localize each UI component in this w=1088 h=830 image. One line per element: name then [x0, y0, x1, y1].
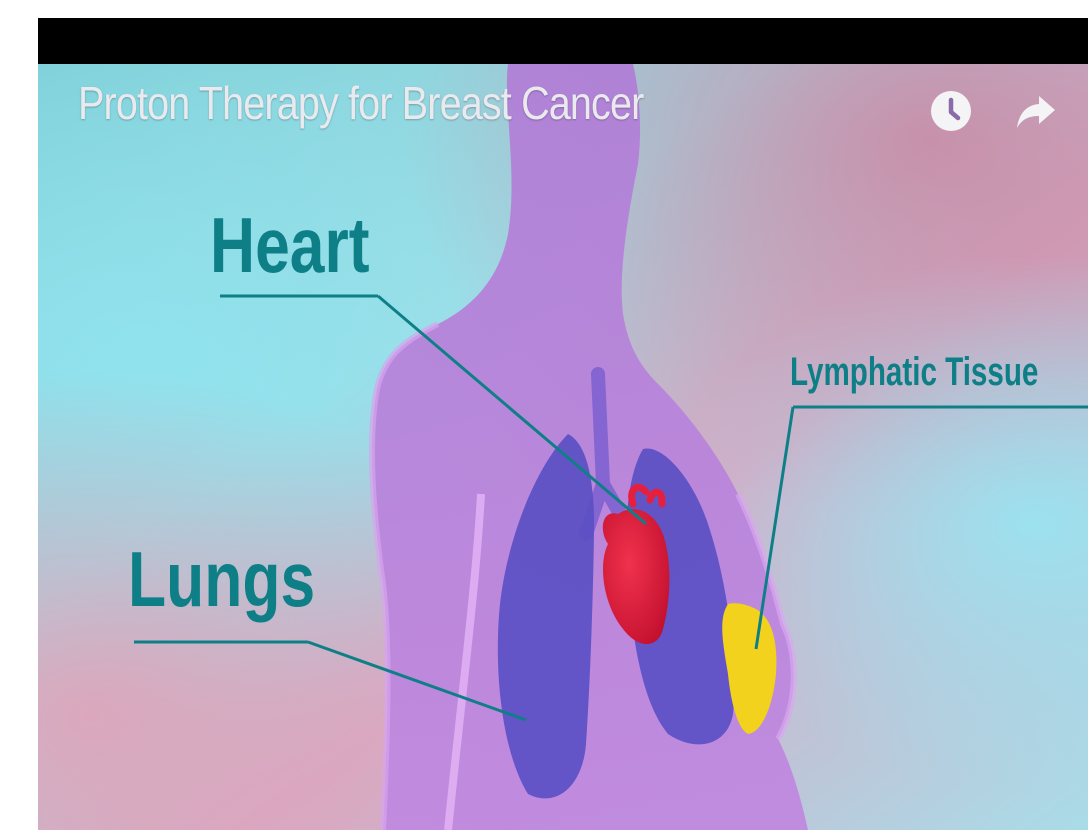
- video-scene: [38, 64, 1088, 830]
- share-arrow-icon: [1013, 88, 1059, 134]
- watch-later-button[interactable]: [928, 88, 974, 134]
- lymphatic-tissue-label: Lymphatic Tissue: [790, 350, 1038, 395]
- heart-label: Heart: [210, 200, 370, 291]
- lungs-label: Lungs: [128, 534, 315, 625]
- player-top-bar: [38, 18, 1088, 64]
- video-player[interactable]: Proton Therapy for Breast Cancer Heart L…: [38, 18, 1088, 830]
- share-button[interactable]: [1013, 88, 1059, 134]
- video-frame[interactable]: Proton Therapy for Breast Cancer Heart L…: [38, 64, 1088, 830]
- clock-icon: [928, 88, 974, 134]
- video-title[interactable]: Proton Therapy for Breast Cancer: [78, 76, 643, 130]
